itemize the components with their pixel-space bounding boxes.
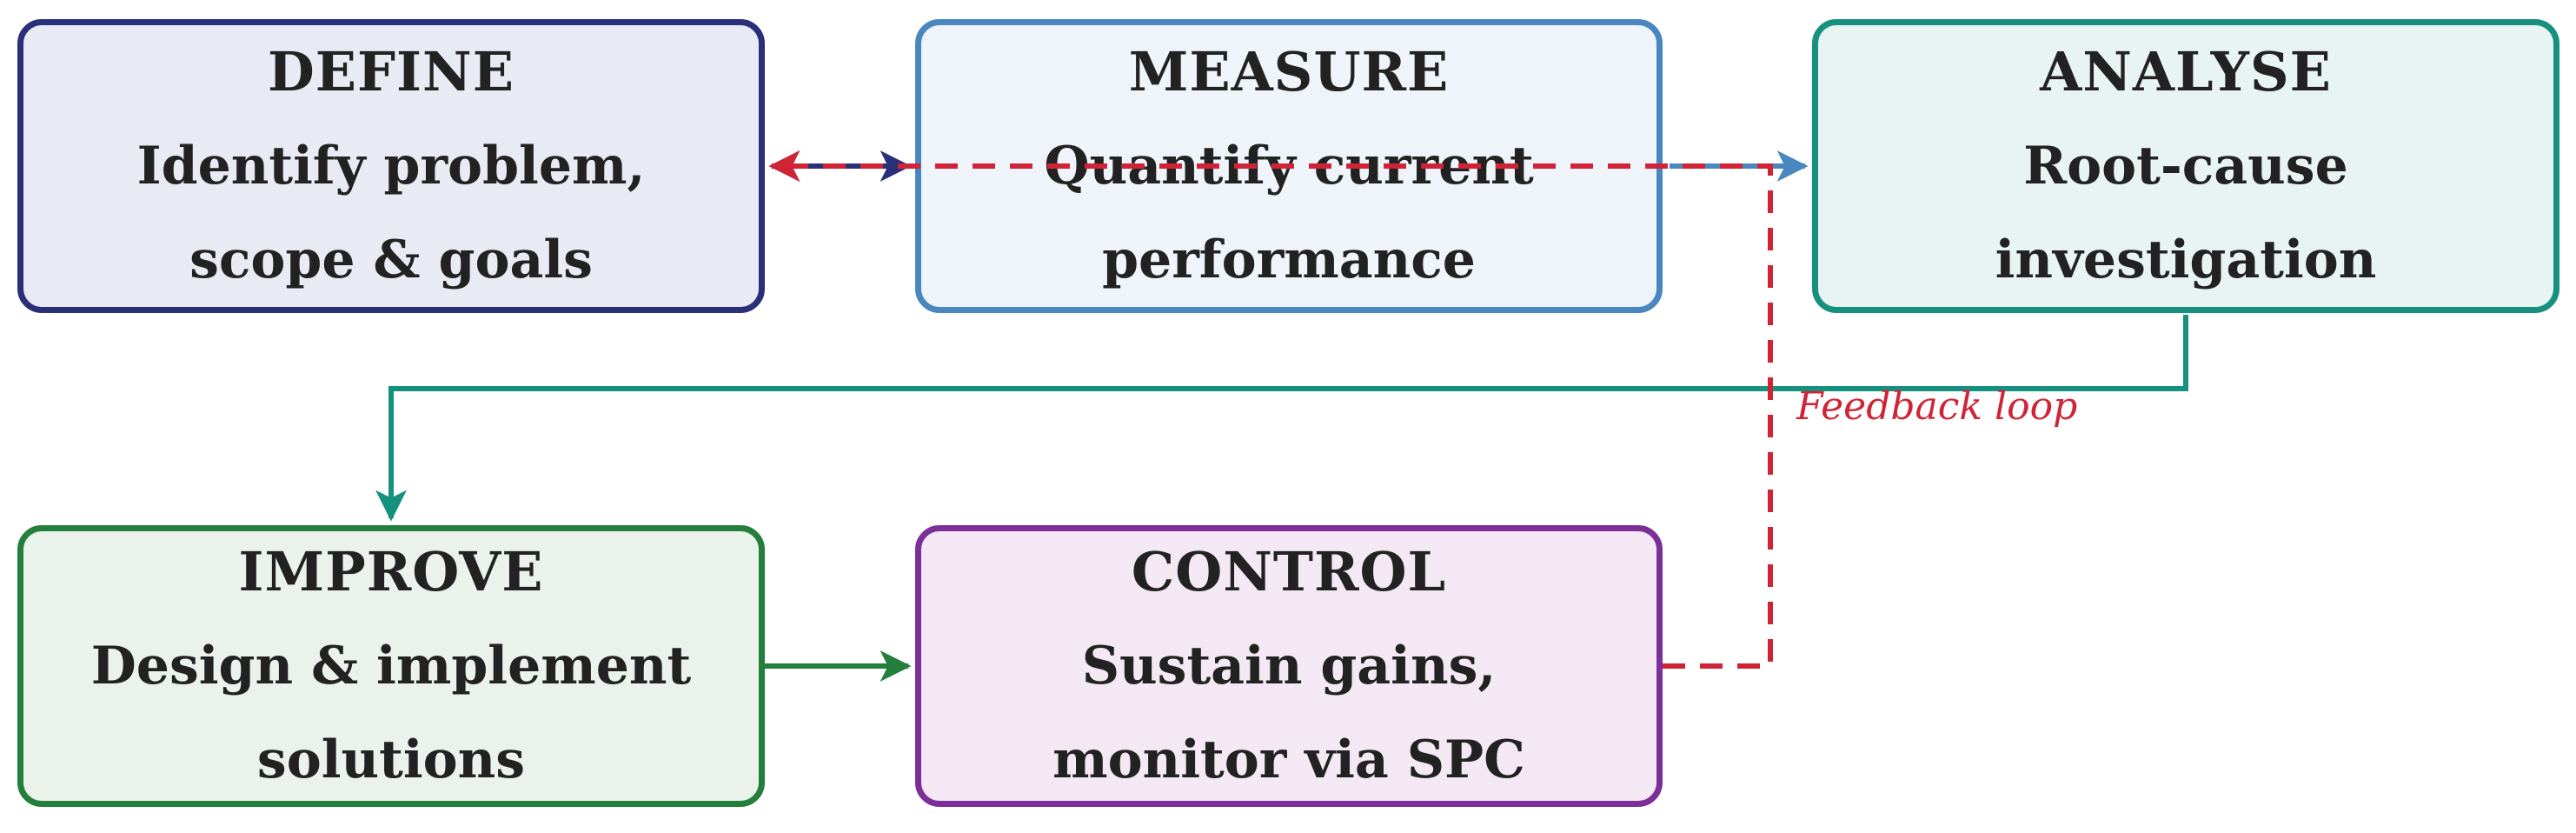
improve-title: IMPROVE <box>238 540 544 603</box>
measure-box: MEASURE Quantify current performance <box>915 19 1663 313</box>
improve-box: IMPROVE Design & implement solutions <box>17 525 765 807</box>
analyse-text-line-1: Root-cause <box>2023 136 2348 197</box>
define-box: DEFINE Identify problem, scope & goals <box>17 19 765 313</box>
improve-text-line-1: Design & implement <box>90 636 692 696</box>
define-title: DEFINE <box>268 40 515 103</box>
analyse-title: ANALYSE <box>2040 40 2332 103</box>
control-box: CONTROL Sustain gains, monitor via SPC <box>915 525 1663 807</box>
control-title: CONTROL <box>1131 540 1447 603</box>
measure-text-line-1: Quantify current <box>1044 136 1534 197</box>
analyse-text-line-2: investigation <box>1995 230 2377 290</box>
improve-text-line-2: solutions <box>256 730 526 790</box>
analyse-box: ANALYSE Root-cause investigation <box>1812 19 2559 313</box>
measure-title: MEASURE <box>1128 40 1450 103</box>
control-text-line-2: monitor via SPC <box>1052 730 1525 790</box>
define-text-line-1: Identify problem, <box>136 136 646 197</box>
measure-text-line-2: performance <box>1102 230 1476 290</box>
define-text-line-2: scope & goals <box>189 230 593 290</box>
feedback-loop-label: Feedback loop <box>1796 384 2078 429</box>
control-text-line-1: Sustain gains, <box>1081 636 1497 696</box>
